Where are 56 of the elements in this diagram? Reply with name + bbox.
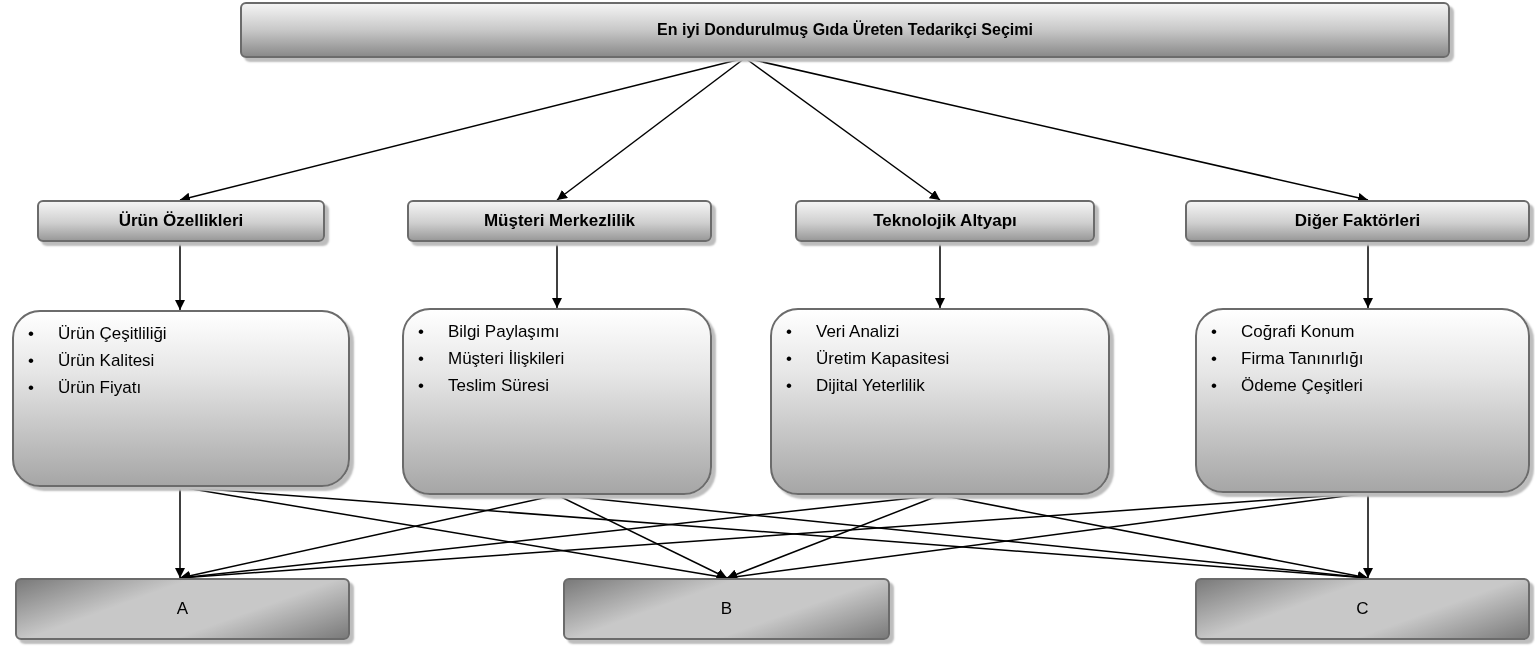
list-item-text: Firma Tanınırlığı	[1241, 348, 1364, 370]
bullet: •	[1210, 348, 1218, 370]
box-label: Ürün Özellikleri	[118, 210, 244, 233]
list-box	[770, 308, 1110, 495]
list-item-text: Bilgi Paylaşımı	[448, 321, 560, 343]
list-item-text: Müşteri İlişkileri	[448, 348, 565, 370]
arrow	[556, 494, 728, 579]
list-box	[12, 310, 350, 487]
bullet: •	[785, 375, 793, 397]
arrow	[744, 57, 941, 201]
arrow	[726, 494, 941, 580]
list-item-text: Veri Analizi	[816, 321, 900, 343]
list-item-text: Coğrafi Konum	[1241, 321, 1355, 343]
list-item-text: Üretim Kapasitesi	[816, 348, 950, 370]
title-box	[240, 2, 1450, 58]
option-box	[1195, 578, 1530, 640]
list-item-text: Ürün Fiyatı	[58, 377, 142, 399]
bullet: •	[785, 348, 793, 370]
bullet: •	[785, 321, 793, 343]
list-item-text: Ürün Kalitesi	[58, 350, 155, 372]
box-label: Teknolojik Altyapı	[873, 210, 1017, 233]
category-box	[1185, 200, 1530, 242]
list-box	[1195, 308, 1530, 493]
arrow	[175, 486, 185, 579]
list-box	[402, 308, 712, 495]
arrow	[175, 241, 185, 311]
bullet: •	[1210, 375, 1218, 397]
category-box	[407, 200, 712, 242]
list-item-text: Ürün Çeşitliliği	[58, 323, 167, 345]
list-item-text: Dijital Yeterlilik	[816, 375, 925, 397]
category-box	[37, 200, 325, 242]
box-label: C	[1356, 598, 1369, 621]
category-box	[795, 200, 1095, 242]
arrow	[935, 241, 945, 309]
box-label: A	[176, 598, 189, 621]
arrow	[744, 57, 1369, 203]
box-label: En iyi Dondurulmuş Gıda Üreten Tedarikçi Seçimi	[657, 19, 1033, 40]
list-item-text: Teslim Süresi	[448, 375, 550, 397]
bullet: •	[1210, 321, 1218, 343]
arrow	[556, 57, 746, 201]
bullet: •	[27, 377, 35, 399]
arrow	[1363, 241, 1373, 309]
bullet: •	[417, 375, 425, 397]
option-box	[15, 578, 350, 640]
bullet: •	[417, 321, 425, 343]
box-label: Diğer Faktörleri	[1294, 210, 1421, 233]
bullet: •	[27, 323, 35, 345]
list-item-text: Ödeme Çeşitleri	[1241, 375, 1363, 397]
bullet: •	[417, 348, 425, 370]
box-label: Müşteri Merkezlilik	[483, 210, 636, 233]
option-box	[563, 578, 890, 640]
arrow	[1363, 492, 1373, 579]
box-label: B	[720, 598, 733, 621]
bullet: •	[27, 350, 35, 372]
arrow	[179, 57, 746, 203]
arrow	[552, 241, 562, 309]
